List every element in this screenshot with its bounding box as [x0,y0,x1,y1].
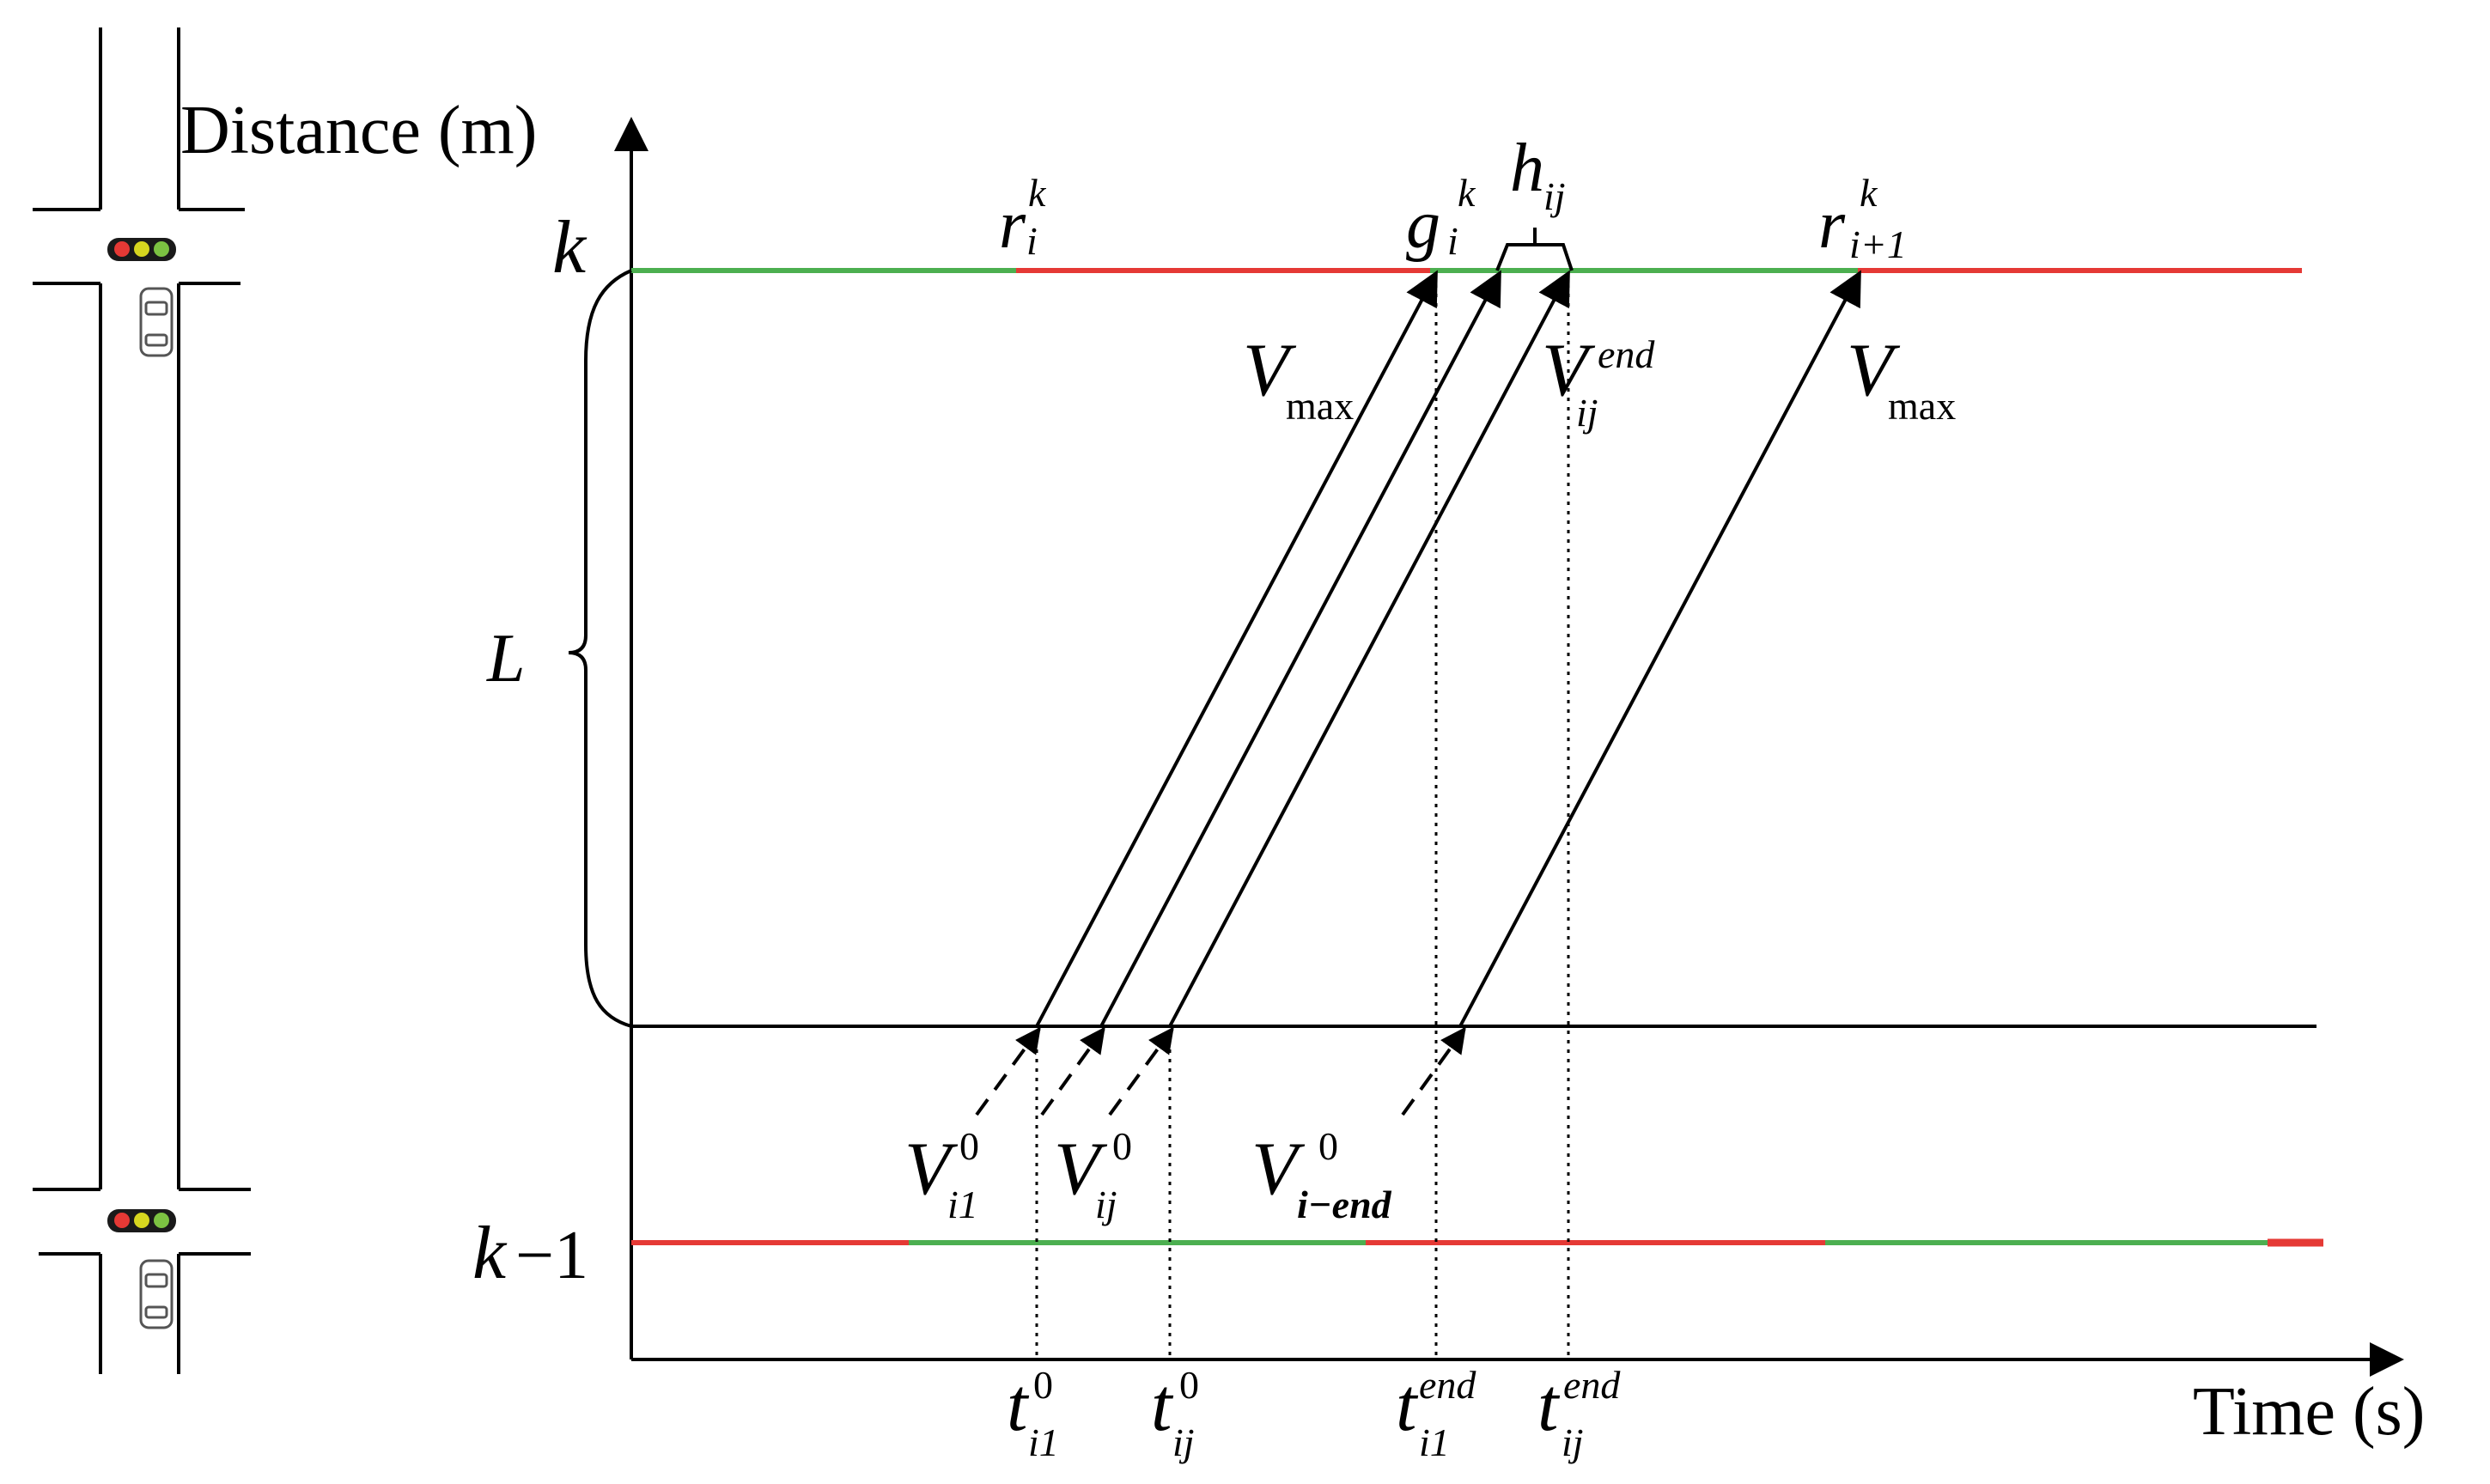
svg-text:k: k [1860,171,1878,215]
svg-text:0: 0 [1112,1124,1132,1168]
svg-text:ij: ij [1095,1183,1117,1226]
svg-text:0: 0 [1033,1363,1053,1407]
trajectories [1035,270,1861,1027]
svg-text:end: end [1419,1363,1476,1407]
label-tend-ij: t end ij [1537,1363,1621,1464]
svg-text:i1: i1 [1028,1420,1059,1464]
svg-text:0: 0 [1318,1124,1338,1168]
svg-text:end: end [1598,332,1655,376]
approach-i-end [1401,1026,1466,1116]
car-icon [139,287,174,357]
svg-text:max: max [1888,384,1956,428]
y-axis-label: Distance (m) [180,93,537,168]
svg-text:V: V [1847,329,1901,412]
level-k-label: k [552,206,587,289]
label-v0-i-end: V 0 i−end [1251,1124,1392,1226]
x-axis-label: Time (s) [2193,1374,2425,1450]
svg-text:r: r [1818,187,1846,263]
svg-text:−1: −1 [515,1218,588,1293]
svg-text:end: end [1563,1363,1621,1407]
traffic-light-icon [107,1209,176,1232]
label-vmax-1: V max [1243,329,1354,428]
label-r-i-k: r k i [999,171,1047,263]
svg-text:i1: i1 [947,1183,978,1226]
svg-text:0: 0 [959,1124,979,1168]
road-sketch [33,27,251,1374]
label-vmax-2: V max [1847,329,1956,428]
svg-text:V: V [1054,1128,1108,1211]
label-v-end-ij: V end ij [1542,329,1655,435]
approach-ij-b [1108,1026,1174,1116]
svg-text:k: k [1458,171,1476,215]
trajectory-i-end [1458,270,1861,1027]
svg-text:i: i [1026,219,1038,263]
svg-text:V: V [1542,329,1596,412]
svg-text:0: 0 [1179,1363,1199,1407]
svg-text:i+1: i+1 [1849,222,1907,266]
level-k-minus-1-label: k −1 [472,1212,588,1295]
label-v0-ij: V 0 ij [1054,1124,1132,1226]
svg-text:t: t [1537,1364,1561,1447]
label-r-i1-k: r k i+1 [1818,171,1907,266]
svg-text:V: V [904,1128,959,1211]
svg-text:ij: ij [1172,1420,1195,1464]
car-icon [139,1259,174,1329]
label-v0-i1: V 0 i1 [904,1124,979,1226]
label-t0-ij: t 0 ij [1151,1363,1199,1464]
svg-text:V: V [1243,329,1297,412]
svg-text:V: V [1251,1128,1306,1211]
label-h-ij: h ij [1510,131,1566,218]
approach-ij-a [1040,1026,1105,1116]
svg-text:k: k [1028,171,1047,215]
svg-text:ij: ij [1562,1420,1584,1464]
svg-text:t: t [1396,1364,1419,1447]
traffic-light-icon [107,238,176,261]
time-markers [1035,275,1570,1359]
approach-arrows [975,1026,1466,1116]
svg-text:i1: i1 [1419,1420,1450,1464]
label-t0-i1: t 0 i1 [1007,1363,1059,1464]
svg-text:max: max [1286,384,1354,428]
svg-text:g: g [1406,187,1440,263]
svg-text:k: k [472,1212,508,1295]
svg-text:ij: ij [1543,174,1566,218]
approach-i1 [975,1026,1041,1116]
headway-bracket [1495,228,1574,271]
svg-text:t: t [1151,1364,1174,1447]
svg-text:r: r [999,187,1026,263]
trajectory-ij-a [1099,270,1501,1027]
trajectory-i1 [1035,270,1438,1027]
label-g-i-k: g k i [1406,171,1476,263]
trajectory-ij-b [1168,270,1570,1027]
svg-text:i: i [1447,219,1458,263]
svg-text:i−end: i−end [1297,1183,1392,1226]
label-tend-i1: t end i1 [1396,1363,1476,1464]
svg-text:ij: ij [1576,391,1598,435]
svg-text:h: h [1510,131,1544,206]
distance-brace [568,269,632,1028]
svg-text:t: t [1007,1364,1030,1447]
distance-L-label: L [486,621,526,696]
